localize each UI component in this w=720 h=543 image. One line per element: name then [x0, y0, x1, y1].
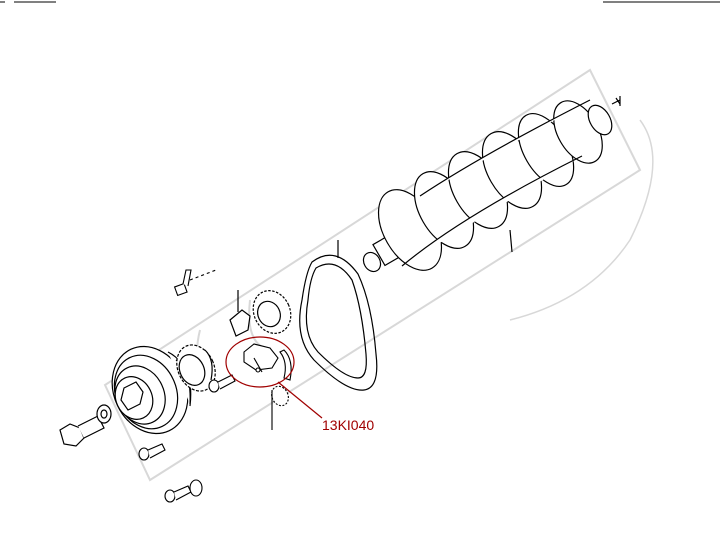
crankshaft-pulley — [111, 345, 192, 435]
tensioner-bracket — [229, 290, 251, 337]
chain-guide — [271, 349, 292, 430]
highlighted-part-13KI040 — [243, 343, 279, 373]
crank-sprocket — [176, 344, 216, 392]
callout-leader — [277, 381, 323, 419]
pulley-bolt — [59, 404, 112, 447]
idler-sprocket — [252, 290, 292, 334]
crankshaft — [362, 96, 621, 273]
highlight-circle — [225, 336, 295, 388]
callout-marker — [225, 336, 323, 419]
timing-chain — [299, 240, 378, 391]
lower-bolts — [138, 443, 203, 503]
part-code-label[interactable]: 13KI040 — [322, 417, 374, 433]
upper-bolt — [173, 269, 217, 297]
sprocket-bolt — [208, 374, 236, 393]
